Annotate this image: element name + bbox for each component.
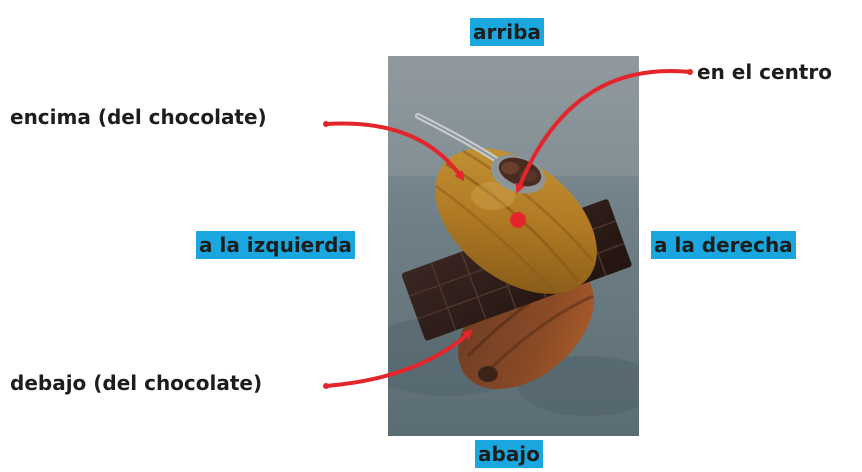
label-bottom: abajo xyxy=(475,440,543,468)
label-under: debajo (del chocolate) xyxy=(10,371,263,395)
label-right: a la derecha xyxy=(651,231,796,259)
label-on-top: encima (del chocolate) xyxy=(10,105,267,129)
label-center: en el centro xyxy=(697,60,832,84)
cacao-chocolate-photo xyxy=(388,56,639,436)
label-top: arriba xyxy=(470,18,544,46)
label-left: a la izquierda xyxy=(196,231,355,259)
